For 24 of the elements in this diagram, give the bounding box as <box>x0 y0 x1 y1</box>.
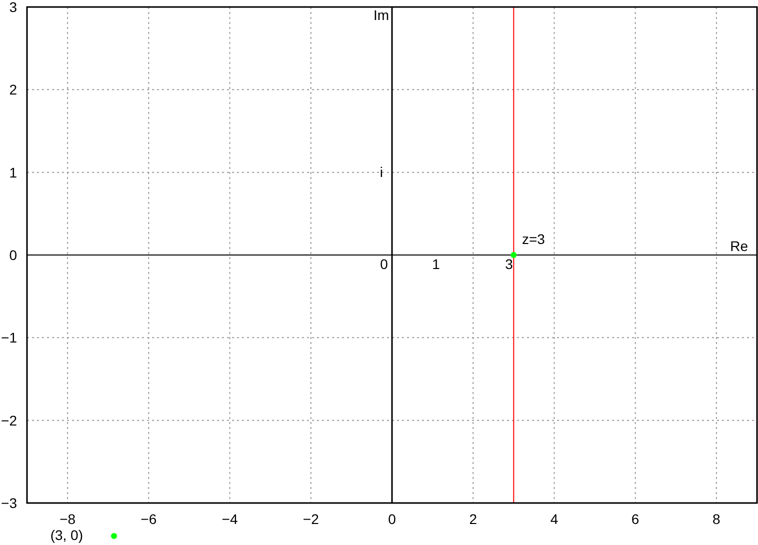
tick-label: 0 <box>380 256 388 272</box>
tick-label: −4 <box>222 511 238 527</box>
tick-label: 0 <box>9 247 17 263</box>
tick-label: 8 <box>712 511 720 527</box>
tick-label: 3 <box>9 0 17 15</box>
tick-label: 1 <box>9 164 17 180</box>
tick-label: −2 <box>302 511 319 527</box>
tick-label: 1 <box>432 256 440 272</box>
tick-label: −2 <box>1 412 17 428</box>
tick-label: −6 <box>140 511 157 527</box>
tick-label: 4 <box>550 511 558 527</box>
axis-label: Im <box>373 7 389 23</box>
tick-label: i <box>380 164 383 180</box>
tick-label: 2 <box>469 511 477 527</box>
tick-label: 6 <box>631 511 640 527</box>
tick-label: −3 <box>1 495 17 511</box>
tick-label: 2 <box>9 82 17 98</box>
tick-label: −8 <box>60 511 76 527</box>
tick-label: 0 <box>388 511 396 527</box>
point-label: z=3 <box>522 231 545 247</box>
legend-label: (3, 0) <box>50 527 83 543</box>
tick-label: −1 <box>1 330 17 346</box>
axis-label: Re <box>730 238 748 254</box>
tick-label: 3 <box>505 256 513 272</box>
